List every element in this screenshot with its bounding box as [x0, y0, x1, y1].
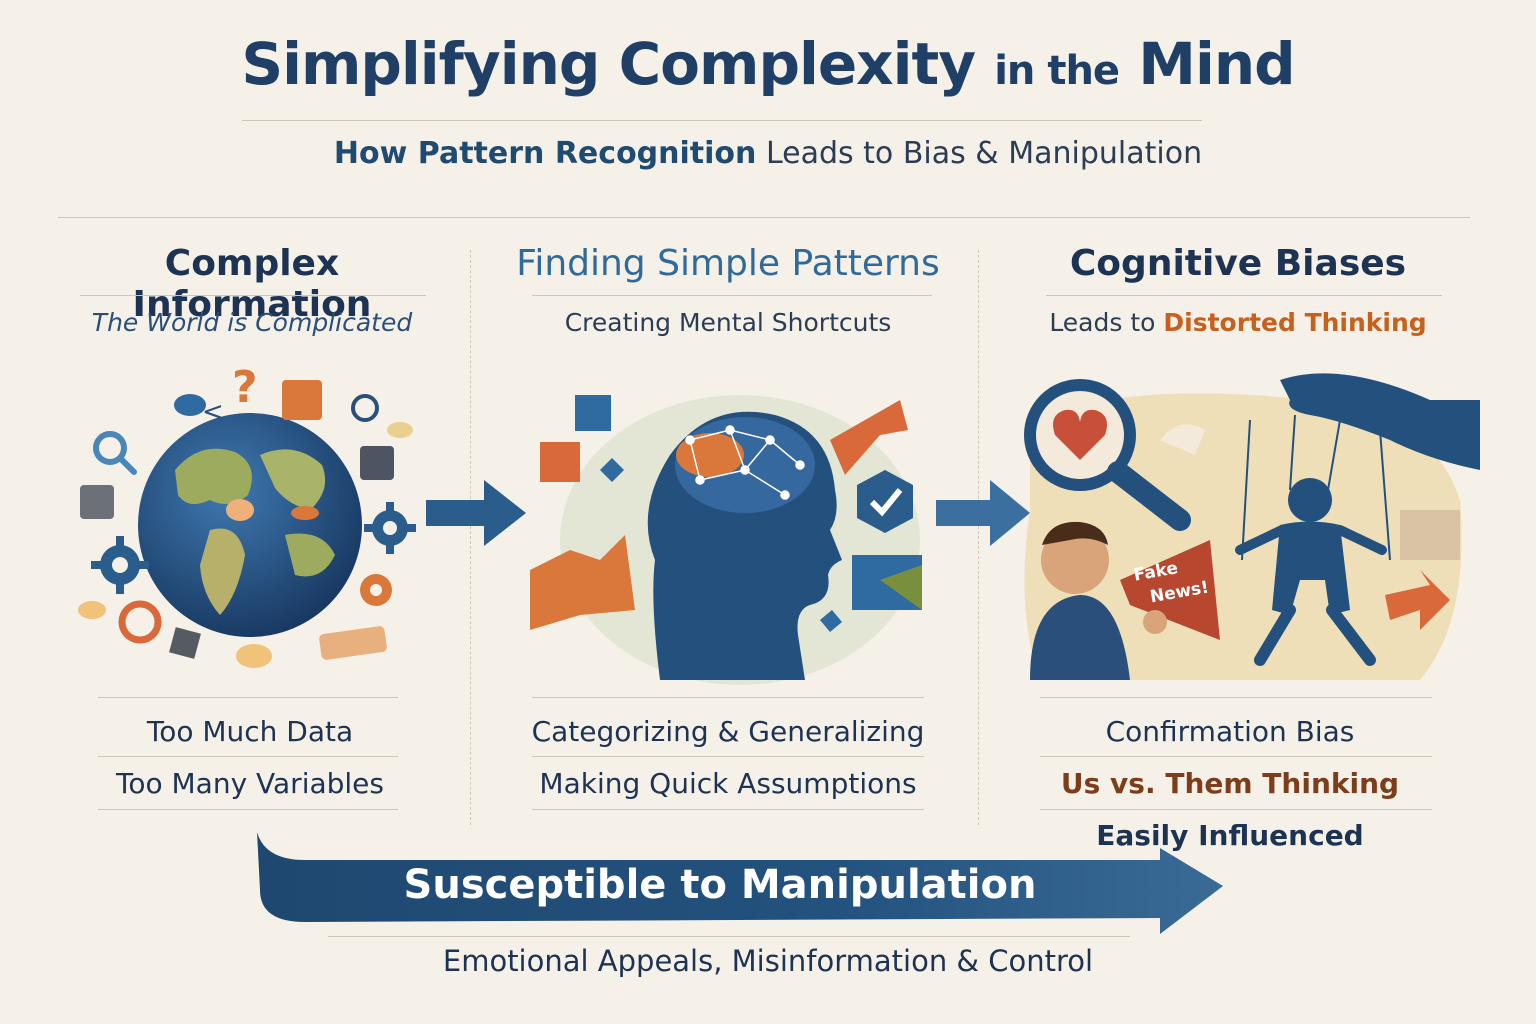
question-mark-icon: ? [232, 362, 258, 413]
page-subtitle: How Pattern Recognition Leads to Bias & … [0, 136, 1536, 171]
globe-icon [138, 413, 362, 637]
up-arrow-icon [830, 400, 908, 475]
column-1-item: Too Much Data [146, 715, 354, 748]
footer-divider [328, 936, 1130, 937]
column-1-subheading: The World is Complicated [91, 308, 413, 337]
flow-arrow-2 [936, 480, 1030, 546]
gear-icon [91, 536, 149, 594]
column-1-items-top-rule [98, 697, 398, 698]
column-separator-2 [978, 250, 979, 825]
checkmark-icon [857, 470, 913, 533]
speaker-man-icon [1030, 521, 1130, 680]
flow-arrow-1 [426, 480, 526, 546]
neural-network-icon [685, 425, 805, 500]
title-main: Simplifying Complexity [241, 30, 976, 98]
magnifier-heart-icon [1024, 379, 1191, 531]
column-1-heading: Complex Information [132, 243, 372, 325]
arrow-icon [1385, 570, 1450, 630]
gear-icon [364, 502, 416, 554]
megaphone-icon [1120, 540, 1220, 640]
page-title: Simplifying Complexity in the Mind [0, 30, 1536, 98]
target-icon [118, 600, 162, 644]
column-1-items-bottom-rule [98, 809, 398, 810]
column-3-items-mid-rule [1040, 756, 1432, 757]
puzzle-icon [282, 380, 322, 420]
subtitle-bold: How Pattern Recognition [333, 136, 757, 171]
title-divider [242, 120, 1202, 121]
puzzle-icon [80, 485, 114, 519]
manipulation-illustration: Fake News! [1024, 373, 1480, 680]
column-3-items-mid-rule-2 [1040, 809, 1432, 810]
puppeteer-hand-icon [1280, 373, 1480, 470]
svg-text:<: < [202, 397, 224, 427]
column-2-subheading: Creating Mental Shortcuts [564, 308, 892, 337]
column-1-head-divider [80, 295, 426, 296]
column-1-items-mid-rule [98, 756, 398, 757]
location-pin-icon [360, 574, 392, 606]
column-2-items-bottom-rule [532, 809, 924, 810]
column-2-item: Making Quick Assumptions [539, 767, 917, 800]
column-3-item: Easily Influenced [1096, 819, 1364, 852]
complex-world-illustration: ? < [78, 362, 416, 668]
manipulation-banner [257, 832, 1223, 934]
column-3-subheading-start: Leads to [1049, 308, 1156, 337]
column-3-heading: Cognitive Biases [1069, 243, 1407, 284]
column-3-subheading-accent: Distorted Thinking [1163, 308, 1427, 337]
magnifier-icon [93, 431, 137, 475]
column-2-head-divider [532, 295, 932, 296]
column-3-items-top-rule [1040, 697, 1432, 698]
column-2-items-mid-rule [532, 756, 924, 757]
title-connector: in the [994, 48, 1120, 94]
subtitle-rest: Leads to Bias & Manipulation [765, 136, 1203, 171]
column-2-item: Categorizing & Generalizing [531, 715, 925, 748]
puppet-figure-icon [1235, 478, 1387, 666]
puzzle-icon [360, 446, 394, 480]
title-end: Mind [1138, 30, 1295, 98]
header-divider [58, 217, 1470, 218]
column-3-head-divider [1046, 295, 1442, 296]
column-3-subheading: Leads to Distorted Thinking [1010, 308, 1466, 337]
column-3-item: Confirmation Bias [1105, 715, 1355, 748]
column-separator-1 [470, 250, 471, 825]
column-2-items-top-rule [532, 697, 924, 698]
column-3-item: Us vs. Them Thinking [1060, 767, 1400, 800]
column-2-heading: Finding Simple Patterns [516, 243, 940, 284]
footer-text: Emotional Appeals, Misinformation & Cont… [442, 944, 1094, 978]
column-1-item: Too Many Variables [116, 767, 384, 800]
shapes-icon [530, 535, 635, 630]
brain-head-illustration [530, 395, 922, 685]
banner-text: Susceptible to Manipulation [403, 862, 1037, 908]
